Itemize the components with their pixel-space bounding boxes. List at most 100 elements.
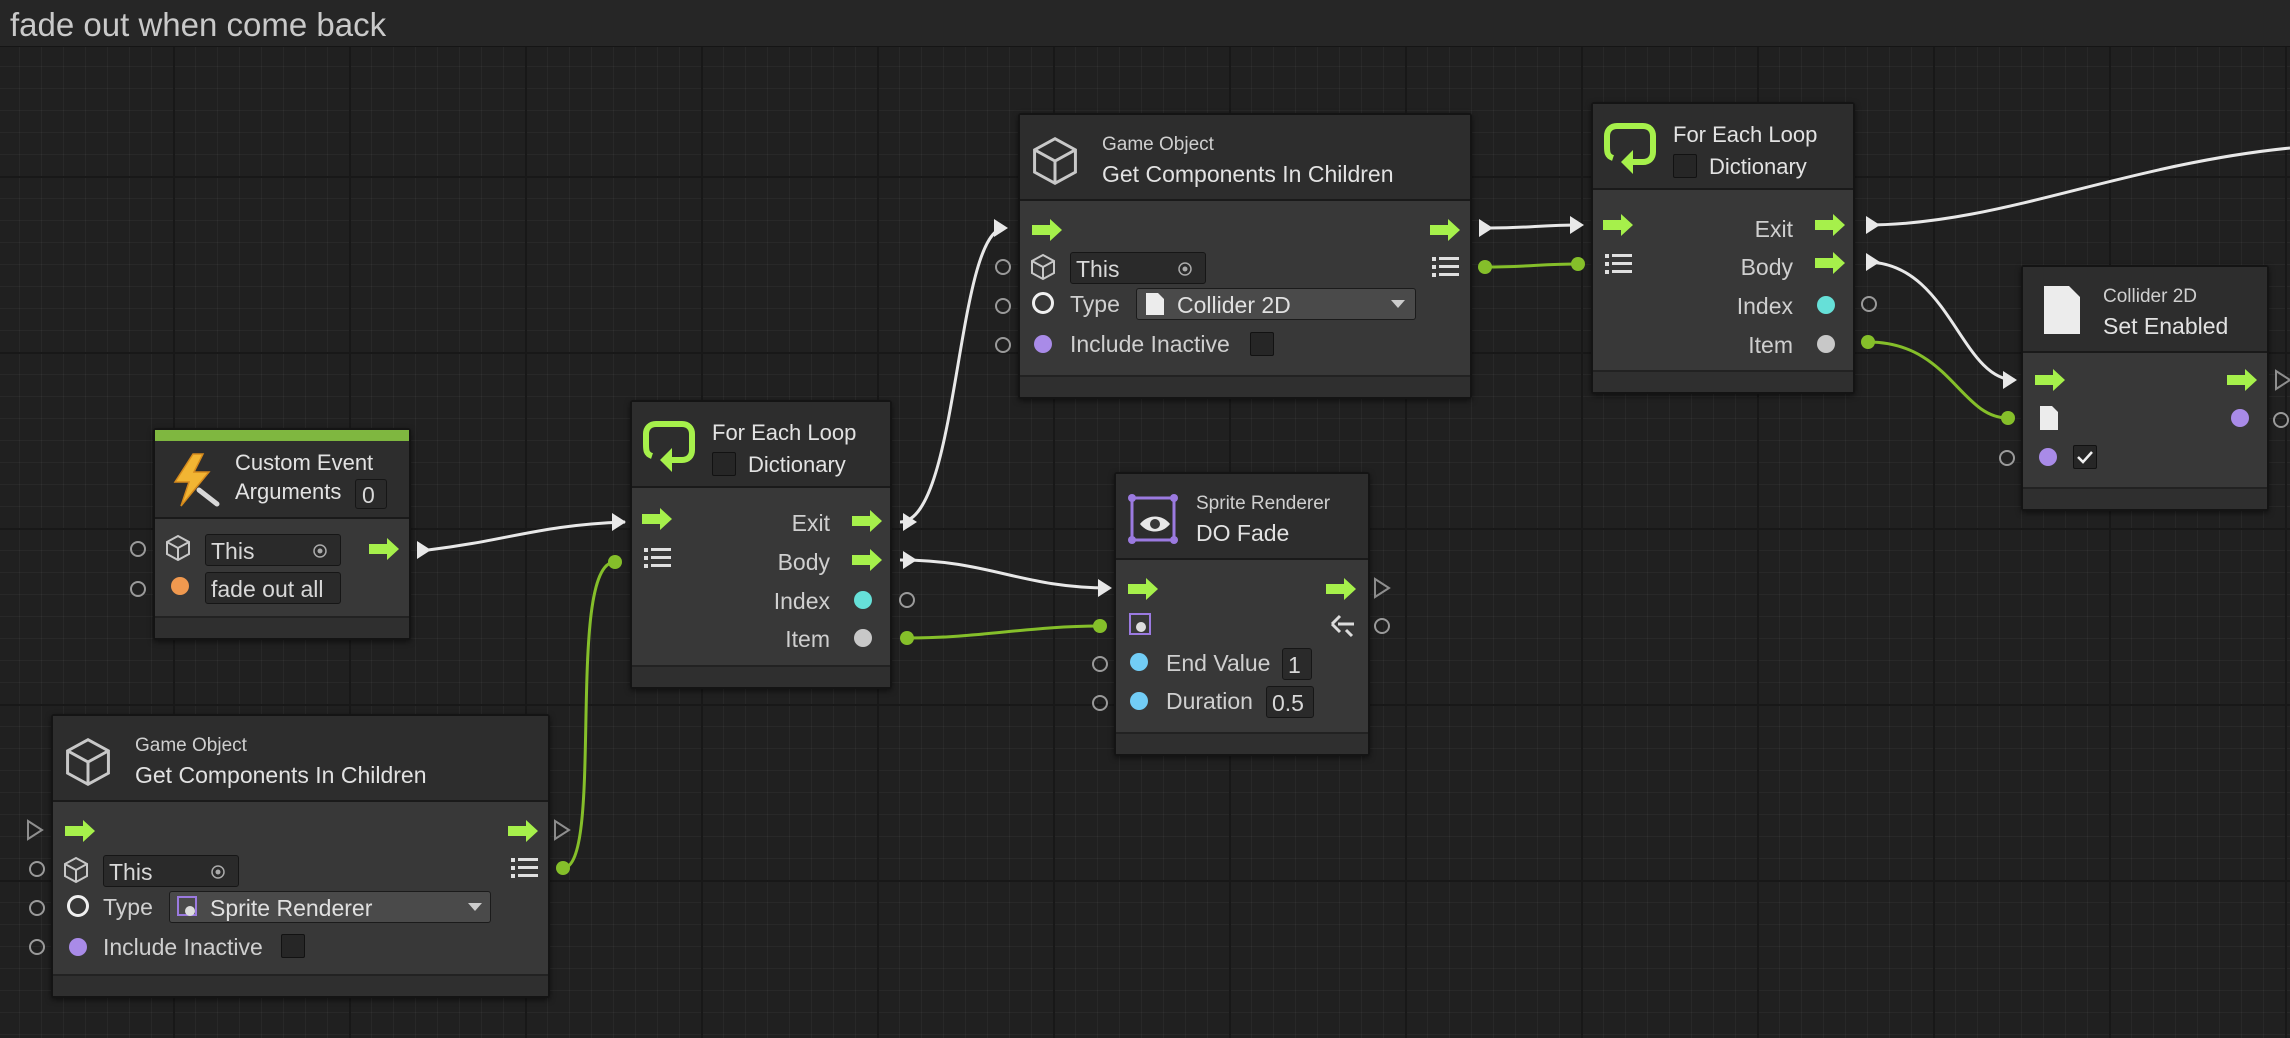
item-label: Item — [785, 626, 830, 652]
duration-field[interactable]: 0.5 — [1266, 686, 1314, 718]
inactive-input-port[interactable] — [995, 337, 1011, 353]
inactive-input-port[interactable] — [29, 939, 45, 955]
event-color-bar — [155, 430, 409, 441]
flow-arrow-icon — [852, 549, 882, 571]
game-object-cube-icon — [64, 856, 88, 884]
node-title: Custom Event — [235, 450, 374, 475]
target-icon[interactable] — [1177, 261, 1193, 277]
game-object-cube-icon — [66, 738, 110, 786]
set-enabled-node[interactable]: Collider 2D Set Enabled — [2021, 265, 2269, 511]
index-port[interactable] — [854, 591, 872, 609]
dictionary-checkbox[interactable] — [712, 452, 736, 476]
list-icon — [1605, 254, 1632, 274]
end-value-label: End Value — [1166, 650, 1271, 676]
node-category: Collider 2D — [2103, 286, 2197, 307]
wire-foreach-body-to-setenabled — [1865, 260, 2016, 382]
flow-arrow-icon — [1603, 214, 1633, 236]
flow-arrow-icon — [852, 510, 882, 532]
type-dropdown[interactable]: Sprite Renderer — [169, 891, 491, 923]
end-value-field[interactable]: 1 — [1282, 648, 1312, 680]
flow-arrow-icon — [1032, 219, 1062, 241]
wire-collection-to-foreach — [1484, 262, 1579, 269]
list-icon — [511, 858, 538, 878]
body-label: Body — [1740, 254, 1793, 280]
arguments-count-field[interactable]: 0 — [355, 479, 387, 509]
output-port[interactable] — [2273, 412, 2289, 428]
get-components-node-collider[interactable]: Game Object Get Components In Children T… — [1018, 113, 1472, 399]
index-label: Index — [1736, 293, 1793, 319]
get-components-node-sprite[interactable]: Game Object Get Components In Children T… — [51, 714, 550, 998]
target-input-port[interactable] — [29, 861, 45, 877]
bool-port[interactable] — [2231, 409, 2249, 427]
duration-input-port[interactable] — [1092, 695, 1108, 711]
float-port[interactable] — [1130, 653, 1148, 671]
target-field[interactable]: This — [1070, 252, 1206, 284]
wire-getcomp-exit-to-foreach — [1489, 223, 1581, 230]
loop-icon — [643, 421, 695, 472]
wire-foreach-body-to-dofade — [899, 558, 1111, 590]
type-port[interactable] — [67, 895, 89, 917]
node-title: For Each Loop — [1673, 122, 1818, 147]
loop-icon — [1604, 123, 1656, 174]
target-icon[interactable] — [312, 543, 328, 559]
sprite-renderer-icon — [1129, 613, 1151, 635]
type-label: Type — [103, 894, 153, 920]
custom-event-node[interactable]: Custom Event Arguments 0 This fade out a… — [153, 428, 411, 640]
string-port[interactable] — [171, 577, 189, 595]
exit-label: Exit — [1754, 216, 1793, 242]
include-inactive-checkbox[interactable] — [281, 934, 305, 958]
flow-arrow-icon — [2227, 369, 2257, 391]
game-object-cube-icon — [1031, 253, 1055, 281]
for-each-loop-node-right[interactable]: For Each Loop Dictionary Exit Body Index… — [1591, 102, 1855, 394]
type-input-port[interactable] — [995, 298, 1011, 314]
dropdown-arrow-icon — [1391, 300, 1405, 308]
index-output-port[interactable] — [1861, 296, 1877, 312]
target-input-port[interactable] — [995, 259, 1011, 275]
end-value-input-port[interactable] — [1092, 656, 1108, 672]
float-port[interactable] — [1130, 692, 1148, 710]
target-field[interactable]: This — [103, 855, 239, 887]
item-port[interactable] — [1817, 335, 1835, 353]
exit-label: Exit — [791, 510, 830, 536]
node-category: Sprite Renderer — [1196, 493, 1331, 514]
bool-port[interactable] — [1034, 335, 1052, 353]
bool-port[interactable] — [69, 938, 87, 956]
graph-title: fade out when come back — [10, 6, 387, 43]
node-category: Game Object — [1102, 134, 1214, 155]
enabled-checkbox[interactable] — [2073, 445, 2097, 469]
item-port[interactable] — [854, 629, 872, 647]
game-object-cube-icon — [1033, 137, 1077, 185]
sprite-renderer-icon — [177, 896, 197, 916]
target-field[interactable]: This — [205, 534, 341, 566]
dictionary-label: Dictionary — [748, 452, 846, 477]
name-input-port[interactable] — [130, 581, 146, 597]
type-input-port[interactable] — [29, 900, 45, 916]
flow-arrow-icon — [1815, 214, 1845, 236]
dictionary-label: Dictionary — [1709, 154, 1807, 179]
dropdown-arrow-icon — [468, 903, 482, 911]
include-inactive-checkbox[interactable] — [1250, 332, 1274, 356]
value-input-port[interactable] — [1999, 450, 2015, 466]
wire-foreach-exit-offscreen — [1865, 146, 2290, 227]
for-each-loop-node-left[interactable]: For Each Loop Dictionary Exit Body Index… — [630, 400, 892, 689]
flow-arrow-icon — [1430, 219, 1460, 241]
wire-components-to-foreach — [562, 560, 616, 870]
bool-port[interactable] — [2039, 448, 2057, 466]
collider-doc-icon — [2044, 286, 2080, 334]
flow-arrow-icon — [642, 508, 672, 530]
tween-output-port[interactable] — [1374, 618, 1390, 634]
dictionary-checkbox[interactable] — [1673, 154, 1697, 178]
node-title: Get Components In Children — [135, 762, 427, 788]
wire-item-to-setenabled — [1867, 340, 2009, 420]
target-icon[interactable] — [210, 864, 226, 880]
index-port[interactable] — [1817, 296, 1835, 314]
type-dropdown[interactable]: Collider 2D — [1136, 288, 1416, 320]
flow-arrow-icon — [2035, 369, 2065, 391]
do-fade-node[interactable]: Sprite Renderer DO Fade End Value 1 Dura… — [1114, 472, 1370, 756]
target-input-port[interactable] — [130, 541, 146, 557]
type-port[interactable] — [1032, 292, 1054, 314]
event-name-field[interactable]: fade out all — [205, 572, 341, 604]
index-label: Index — [773, 588, 830, 614]
index-output-port[interactable] — [899, 592, 915, 608]
